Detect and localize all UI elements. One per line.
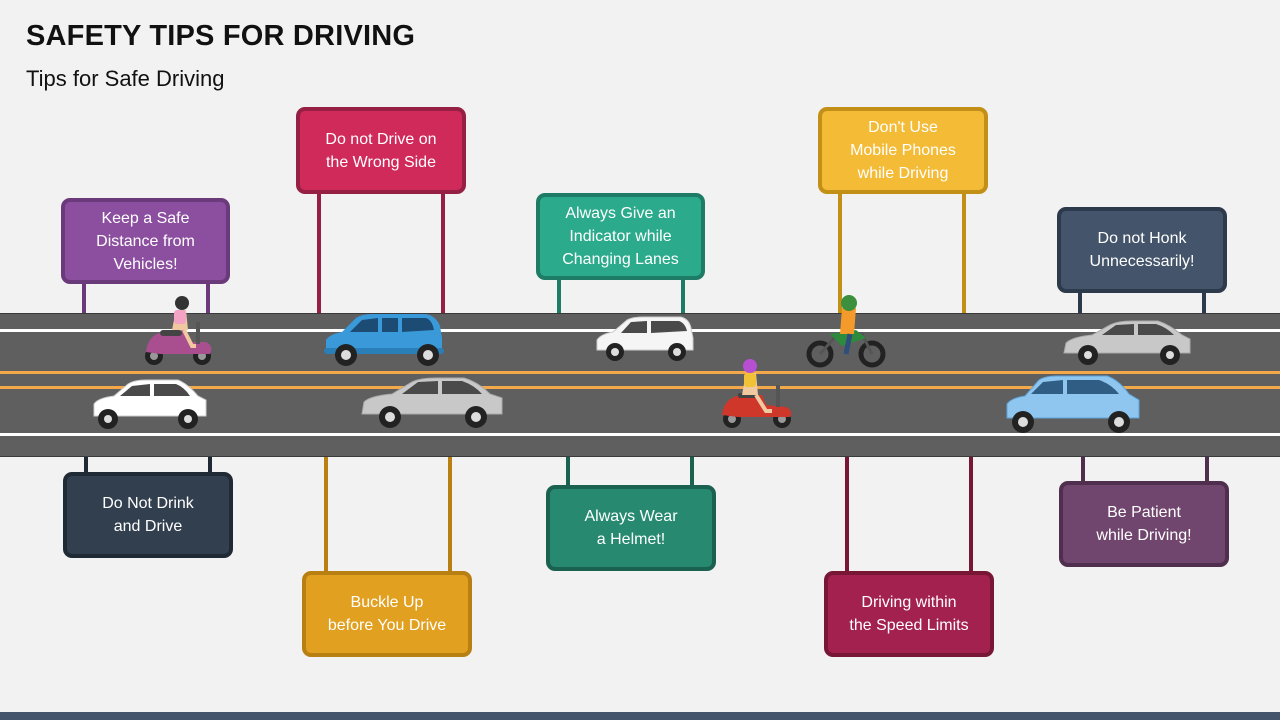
tip-sign-buckle-up: Buckle Up before You Drive [302, 571, 472, 657]
blue-car-icon [324, 314, 444, 366]
red-scooter-icon [722, 359, 792, 428]
sign-post [1078, 291, 1082, 314]
silver-car-icon [1063, 320, 1191, 365]
center-line [0, 386, 1280, 389]
tip-sign-speed-limits: Driving within the Speed Limits [824, 571, 994, 657]
sign-post [82, 282, 86, 314]
sign-post [962, 192, 966, 314]
sign-post [566, 455, 570, 489]
tip-sign-wrong-side: Do not Drive on the Wrong Side [296, 107, 466, 194]
sign-post [208, 455, 212, 475]
sign-post [1205, 455, 1209, 485]
tip-sign-helmet: Always Wear a Helmet! [546, 485, 716, 571]
sign-post [1081, 455, 1085, 485]
white-car-icon [596, 316, 694, 361]
sign-post [317, 192, 321, 314]
green-motorbike-icon [806, 295, 886, 368]
sign-post [681, 278, 685, 314]
lane-edge-line [0, 433, 1280, 436]
sign-post [1202, 291, 1206, 314]
footer-bar [0, 712, 1280, 720]
silver-car-icon [361, 377, 503, 428]
sign-post [84, 455, 88, 475]
tip-sign-indicator: Always Give an Indicator while Changing … [536, 193, 705, 280]
sign-post [206, 282, 210, 314]
tip-sign-keep-safe-distance: Keep a Safe Distance from Vehicles! [61, 198, 230, 284]
sign-post [845, 455, 849, 575]
sign-post [324, 455, 328, 575]
center-line [0, 371, 1280, 374]
sign-post [448, 455, 452, 575]
sign-post [838, 192, 842, 314]
sign-post [441, 192, 445, 314]
slide-subtitle: Tips for Safe Driving [26, 66, 225, 91]
light-blue-car-icon [1006, 375, 1140, 433]
sign-post [690, 455, 694, 489]
sign-post [557, 278, 561, 314]
sign-post [969, 455, 973, 575]
tip-sign-honk: Do not Honk Unnecessarily! [1057, 207, 1227, 293]
slide-title: SAFETY TIPS FOR DRIVING [26, 20, 416, 52]
tip-sign-drink-drive: Do Not Drink and Drive [63, 472, 233, 558]
white-car-icon [93, 379, 207, 429]
pink-scooter-icon [145, 296, 212, 365]
tip-sign-patient: Be Patient while Driving! [1059, 481, 1229, 567]
tip-sign-mobile-phones: Don't Use Mobile Phones while Driving [818, 107, 988, 194]
